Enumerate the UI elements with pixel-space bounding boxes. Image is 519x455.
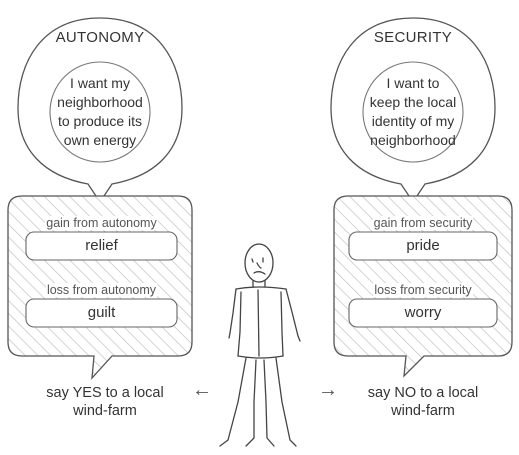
- statement-line: to produce its: [57, 113, 143, 129]
- decision-line: wind-farm: [391, 403, 455, 419]
- autonomy-loss-label: loss from autonomy: [45, 283, 158, 297]
- autonomy-title: AUTONOMY: [55, 29, 145, 46]
- security-decision: say NO to a local wind-farm: [348, 384, 498, 420]
- security-loss-label-wrap: loss from security: [349, 281, 497, 299]
- security-value-bubble: [330, 17, 496, 204]
- security-loss-label: loss from security: [373, 283, 473, 297]
- autonomy-loss-emotion: guilt: [87, 304, 116, 321]
- statement-line: identity of my: [371, 113, 455, 129]
- statement-line: own energy: [63, 132, 137, 148]
- left-arrow-icon: ←: [192, 379, 212, 401]
- security-loss-emotion: worry: [404, 304, 442, 321]
- statement-line: I want my: [70, 75, 130, 91]
- autonomy-gain-emotion: relief: [85, 237, 118, 254]
- security-statement: I want to keep the local identity of my …: [360, 74, 466, 150]
- security-gain-label: gain from security: [372, 216, 474, 230]
- statement-line: keep the local: [369, 94, 457, 110]
- statement-line: neighborhood: [370, 132, 456, 148]
- decision-line: wind-farm: [73, 403, 137, 419]
- autonomy-gain-label-wrap: gain from autonomy: [26, 214, 177, 232]
- autonomy-value-bubble: [17, 17, 183, 204]
- right-arrow-icon: →: [318, 379, 338, 401]
- statement-line: neighborhood: [57, 94, 143, 110]
- security-gain-label-wrap: gain from security: [349, 214, 497, 232]
- statement-line: I want to: [386, 75, 440, 91]
- person-sketch: [219, 243, 301, 447]
- security-title: SECURITY: [373, 29, 453, 46]
- decision-line: say NO to a local: [367, 385, 479, 401]
- person-head: [244, 243, 274, 283]
- autonomy-statement: I want my neighborhood to produce its ow…: [50, 74, 150, 150]
- security-gain-emotion: pride: [406, 237, 440, 254]
- autonomy-gain-label: gain from autonomy: [45, 216, 158, 230]
- autonomy-decision: say YES to a local wind-farm: [30, 384, 180, 420]
- autonomy-loss-label-wrap: loss from autonomy: [26, 281, 177, 299]
- decision-line: say YES to a local: [46, 385, 164, 401]
